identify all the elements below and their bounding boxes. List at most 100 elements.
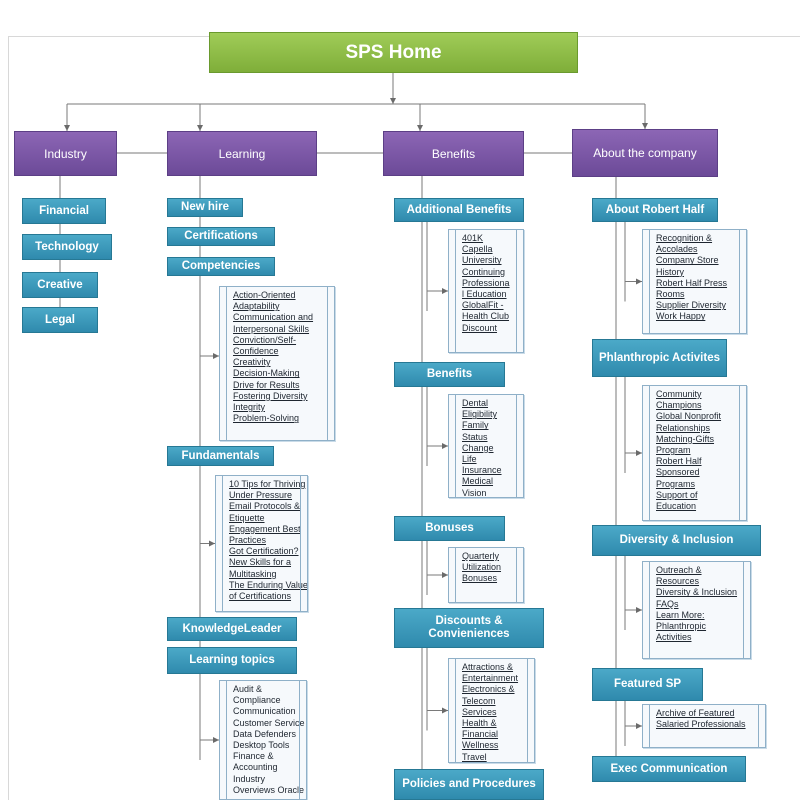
- subcategory-node[interactable]: Phlanthropic Activites: [592, 339, 727, 377]
- subcategory-node[interactable]: Bonuses: [394, 516, 505, 541]
- link-item[interactable]: Interpersonal Skills: [233, 323, 310, 334]
- subcategory-node[interactable]: Competencies: [167, 257, 275, 276]
- link-item[interactable]: Community: [656, 389, 702, 399]
- subcategory-node[interactable]: Fundamentals: [167, 446, 274, 466]
- subcategory-node[interactable]: Discounts & Convieniences: [394, 608, 544, 648]
- link-item[interactable]: Company Store: [656, 255, 719, 266]
- link-item[interactable]: Entertainment: [462, 673, 519, 684]
- link-item[interactable]: Sponsored: [656, 467, 700, 478]
- link-item[interactable]: Conviction/Self-: [233, 334, 297, 345]
- link-item[interactable]: of Certifications: [229, 591, 292, 602]
- link-item[interactable]: Communication: [233, 706, 296, 717]
- link-item[interactable]: Adaptability: [233, 301, 280, 312]
- link-item[interactable]: Financial: [462, 729, 499, 740]
- link-item[interactable]: The Enduring Value: [229, 579, 308, 590]
- link-item[interactable]: Got Certification?: [229, 546, 299, 557]
- link-item[interactable]: Customer Service: [233, 717, 305, 728]
- subcategory-node[interactable]: Financial: [22, 198, 106, 224]
- root-node[interactable]: SPS Home: [209, 32, 578, 73]
- link-item[interactable]: Multitasking: [229, 568, 277, 579]
- link-item[interactable]: Decision-Making: [233, 368, 300, 379]
- link-item[interactable]: Vision: [462, 487, 487, 498]
- link-item[interactable]: Matching-Gifts: [656, 433, 715, 444]
- link-item[interactable]: Integrity: [233, 402, 266, 413]
- link-item[interactable]: Activities: [656, 632, 692, 643]
- link-item[interactable]: Telecom: [462, 695, 496, 706]
- subcategory-node[interactable]: Legal: [22, 307, 98, 333]
- link-item[interactable]: Practices: [229, 535, 267, 546]
- link-item[interactable]: Continuing: [462, 266, 506, 277]
- link-item[interactable]: Fostering Diversity: [233, 390, 308, 401]
- link-item[interactable]: Support of: [656, 489, 698, 500]
- link-item[interactable]: Problem-Solving: [233, 413, 300, 424]
- link-item[interactable]: Compliance: [233, 695, 281, 706]
- link-item[interactable]: Supplier Diversity: [656, 300, 727, 311]
- link-item[interactable]: Health &: [462, 718, 497, 729]
- link-item[interactable]: Dental: [462, 398, 489, 408]
- link-item[interactable]: Travel: [462, 751, 487, 762]
- link-item[interactable]: University: [462, 255, 502, 266]
- link-item[interactable]: Overviews Oracle: [233, 784, 305, 795]
- link-item[interactable]: Life: [462, 454, 477, 465]
- link-item[interactable]: Engagement Best: [229, 523, 301, 534]
- subcategory-node[interactable]: Technology: [22, 234, 112, 260]
- link-item[interactable]: 401K: [462, 233, 484, 243]
- subcategory-node[interactable]: Diversity & Inclusion: [592, 525, 761, 556]
- subcategory-node[interactable]: KnowledgeLeader: [167, 617, 297, 641]
- category-node[interactable]: Industry: [14, 131, 117, 176]
- link-item[interactable]: Recognition &: [656, 233, 713, 243]
- link-item[interactable]: Communication and: [233, 312, 314, 323]
- subcategory-node[interactable]: Benefits: [394, 362, 505, 387]
- link-item[interactable]: Insurance: [462, 465, 502, 476]
- link-item[interactable]: Robert Half Press: [656, 277, 728, 288]
- link-item[interactable]: Attractions &: [462, 662, 514, 672]
- category-node[interactable]: Learning: [167, 131, 317, 176]
- link-item[interactable]: Program: [656, 445, 691, 456]
- link-item[interactable]: New Skills for a: [229, 557, 292, 568]
- subcategory-node[interactable]: Featured SP: [592, 668, 703, 701]
- link-item[interactable]: Health Club: [462, 311, 510, 322]
- link-item[interactable]: Rooms: [656, 289, 685, 300]
- link-item[interactable]: Finance &: [233, 751, 274, 762]
- link-item[interactable]: Quarterly: [462, 551, 500, 561]
- link-item[interactable]: Resources: [656, 576, 700, 587]
- link-item[interactable]: FAQs: [656, 598, 679, 609]
- link-item[interactable]: Change: [462, 442, 494, 453]
- link-item[interactable]: Programs: [656, 478, 696, 489]
- link-item[interactable]: Education: [656, 501, 697, 512]
- link-item[interactable]: Accounting: [233, 762, 278, 773]
- link-item[interactable]: Services: [462, 706, 497, 717]
- link-item[interactable]: Desktop Tools: [233, 740, 290, 751]
- subcategory-node[interactable]: Policies and Procedures: [394, 769, 544, 800]
- link-item[interactable]: Drive for Results: [233, 379, 300, 390]
- link-item[interactable]: Data Defenders: [233, 728, 297, 739]
- category-node[interactable]: Benefits: [383, 131, 524, 176]
- link-item[interactable]: Discount: [462, 322, 498, 333]
- subcategory-node[interactable]: Additional Benefits: [394, 198, 524, 222]
- link-item[interactable]: Utilization: [462, 562, 502, 573]
- subcategory-node[interactable]: Creative: [22, 272, 98, 298]
- link-item[interactable]: Confidence: [233, 346, 279, 357]
- link-item[interactable]: Action-Oriented: [233, 290, 296, 300]
- link-item[interactable]: Global Nonprofit: [656, 411, 722, 422]
- subcategory-node[interactable]: New hire: [167, 198, 243, 217]
- subcategory-node[interactable]: Learning topics: [167, 647, 297, 674]
- link-item[interactable]: Medical: [462, 476, 494, 487]
- link-item[interactable]: Champions: [656, 400, 702, 411]
- link-item[interactable]: Relationships: [656, 422, 711, 433]
- link-item[interactable]: l Education: [462, 289, 507, 300]
- link-item[interactable]: Work Happy: [656, 311, 706, 322]
- link-item[interactable]: 10 Tips for Thriving: [229, 479, 306, 489]
- link-item[interactable]: Creativity: [233, 357, 271, 368]
- link-item[interactable]: Electronics &: [462, 684, 515, 695]
- link-item[interactable]: Phlanthropic: [656, 621, 707, 632]
- link-item[interactable]: Diversity & Inclusion: [656, 587, 738, 598]
- link-item[interactable]: Professiona: [462, 277, 510, 288]
- link-item[interactable]: Archive of Featured: [656, 708, 735, 718]
- link-item[interactable]: Eligibility: [462, 409, 498, 420]
- link-item[interactable]: Learn More:: [656, 609, 705, 620]
- link-item[interactable]: Salaried Professionals: [656, 719, 746, 730]
- category-node[interactable]: About the company: [572, 129, 718, 177]
- link-item[interactable]: Email Protocols &: [229, 501, 301, 512]
- link-item[interactable]: Industry: [233, 773, 266, 784]
